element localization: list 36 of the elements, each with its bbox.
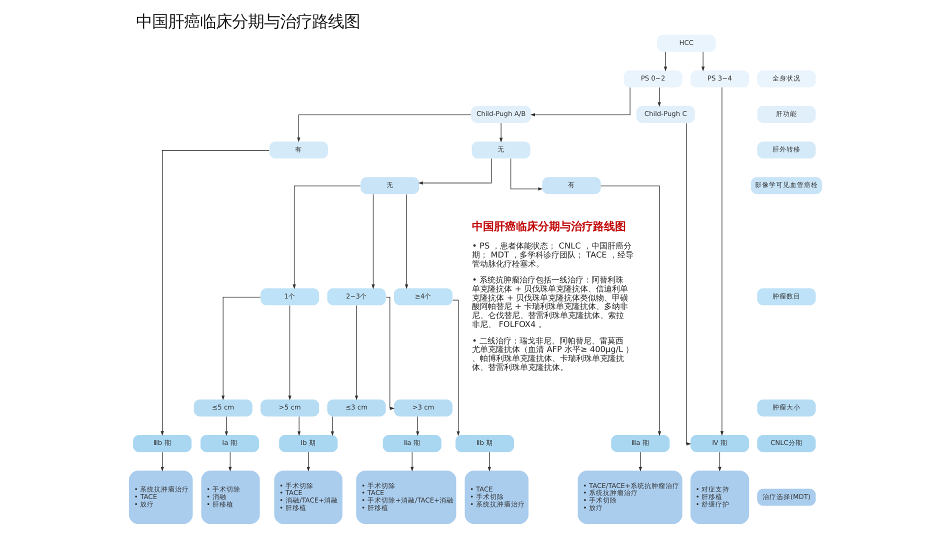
arrow <box>288 305 291 400</box>
arrow <box>700 52 704 72</box>
arrow <box>530 87 630 116</box>
arrow <box>228 452 232 472</box>
arrow <box>657 87 660 107</box>
arrow <box>638 452 642 472</box>
label: • PS ，患者体能状态； CNLC ，中国肝癌分期； MDT ，多学科诊疗团队； TACE ，经导管动脉化疗栓塞术。 <box>472 240 633 268</box>
arrow <box>418 158 492 185</box>
arrow <box>306 452 310 472</box>
arrow <box>385 296 394 410</box>
arrow <box>720 87 724 436</box>
arrow <box>718 452 721 472</box>
arrow <box>296 114 471 142</box>
label: • 系统抗肿瘤治疗包括一线治疗：阿替利珠单克隆抗体 + 贝伐珠单克隆抗体、信迪利单克隆抗体 + 贝伐珠单克隆抗体类似物、甲磺酸阿帕替尼 + 卡瑞利珠单克隆抗体、多纳非尼、仑伐替尼、替雷利珠单克隆抗体、索拉非尼、 FOLFOX4 。 <box>472 274 628 330</box>
arrow <box>416 416 419 436</box>
diagram-title: 中国肝癌临床分期与治疗路线图 <box>135 12 360 32</box>
arrow <box>220 296 260 400</box>
arrow <box>330 416 334 436</box>
arrow <box>487 452 491 472</box>
label: 中国肝癌临床分期与治疗路线图 <box>472 220 626 234</box>
arrow <box>410 452 414 472</box>
arrow <box>404 194 408 290</box>
arrow <box>452 300 460 436</box>
arrow <box>686 122 691 446</box>
arrow <box>292 186 360 290</box>
arrow <box>160 452 164 472</box>
arrow <box>296 416 300 436</box>
arrow <box>224 416 228 436</box>
arrow <box>354 305 358 400</box>
arrow <box>663 52 667 72</box>
arrow <box>371 194 374 290</box>
arrow <box>510 158 542 191</box>
arrow <box>498 122 502 142</box>
label: • 二线治疗：瑞戈非尼、阿帕替尼、雷莫西尤单克隆抗体（血清 AFP 水平≥ 400μg/L ）、帕博利珠单克隆抗体、卡瑞利珠单克隆抗体、替雷利珠单克隆抗体。 <box>472 335 634 372</box>
arrow <box>160 150 269 436</box>
arrow <box>600 186 661 436</box>
